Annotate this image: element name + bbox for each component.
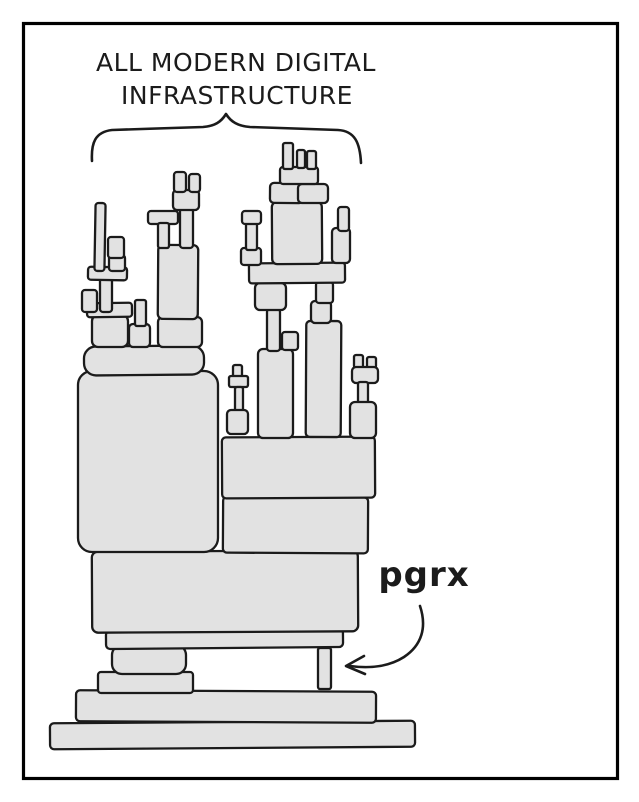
pgrx-arrow: [348, 604, 425, 669]
caption: ALL MODERN DIGITAL INFRASTRUCTURE: [96, 48, 376, 110]
right-tall-column: [304, 280, 343, 439]
block: [350, 365, 380, 385]
block: [233, 385, 245, 413]
block: [90, 549, 360, 634]
block: [270, 200, 324, 266]
block: [330, 226, 352, 265]
block: [240, 209, 263, 226]
block: [247, 261, 347, 285]
pgrx-label: pgrx: [378, 555, 469, 595]
block: [133, 298, 148, 328]
top-right-cluster: [239, 141, 352, 285]
block: [304, 319, 343, 439]
block: [314, 280, 335, 305]
block: [265, 307, 282, 353]
block: [348, 400, 378, 440]
block: [82, 344, 206, 377]
block: [280, 330, 300, 352]
block: [98, 276, 114, 314]
panel-border: [21, 21, 620, 781]
right-mid-blocks: [220, 435, 377, 555]
block: [244, 221, 259, 252]
block: [172, 170, 188, 194]
pgrx-block: [316, 646, 333, 691]
block: [80, 288, 99, 314]
block: [90, 313, 130, 349]
block: [106, 235, 126, 260]
block: [356, 380, 370, 406]
block: [74, 689, 378, 724]
block-tower: [48, 141, 417, 751]
center-bolt: [225, 363, 250, 436]
block: [305, 149, 318, 171]
left-tower: [76, 313, 220, 554]
block: [221, 495, 370, 555]
block: [227, 374, 250, 389]
block: [295, 148, 307, 170]
block: [336, 205, 351, 233]
block: [76, 369, 220, 554]
right-bolt: [348, 353, 380, 440]
block: [156, 221, 171, 250]
block: [48, 719, 417, 751]
caption-line-1: ALL MODERN DIGITAL: [96, 48, 376, 77]
block: [220, 435, 377, 500]
pgrx-annotation: pgrx: [344, 555, 469, 676]
block: [296, 182, 330, 205]
block: [253, 281, 288, 312]
block: [156, 243, 200, 321]
block: [178, 206, 195, 250]
block: [225, 408, 250, 436]
block: [127, 322, 152, 349]
center-support-column: [253, 281, 300, 440]
pgrx-arrowhead-icon: [344, 654, 367, 676]
curly-brace: [90, 112, 363, 165]
caption-line-2: INFRASTRUCTURE: [121, 81, 353, 110]
left-spindle-cluster: [80, 201, 148, 328]
block: [316, 646, 333, 691]
block: [187, 172, 202, 194]
middle-column-cluster: [146, 170, 204, 349]
block: [281, 141, 295, 171]
block: [156, 315, 204, 349]
base-blocks: [48, 549, 417, 751]
block: [256, 347, 295, 440]
block: [96, 670, 195, 695]
block: [309, 299, 333, 325]
block: [93, 201, 107, 273]
